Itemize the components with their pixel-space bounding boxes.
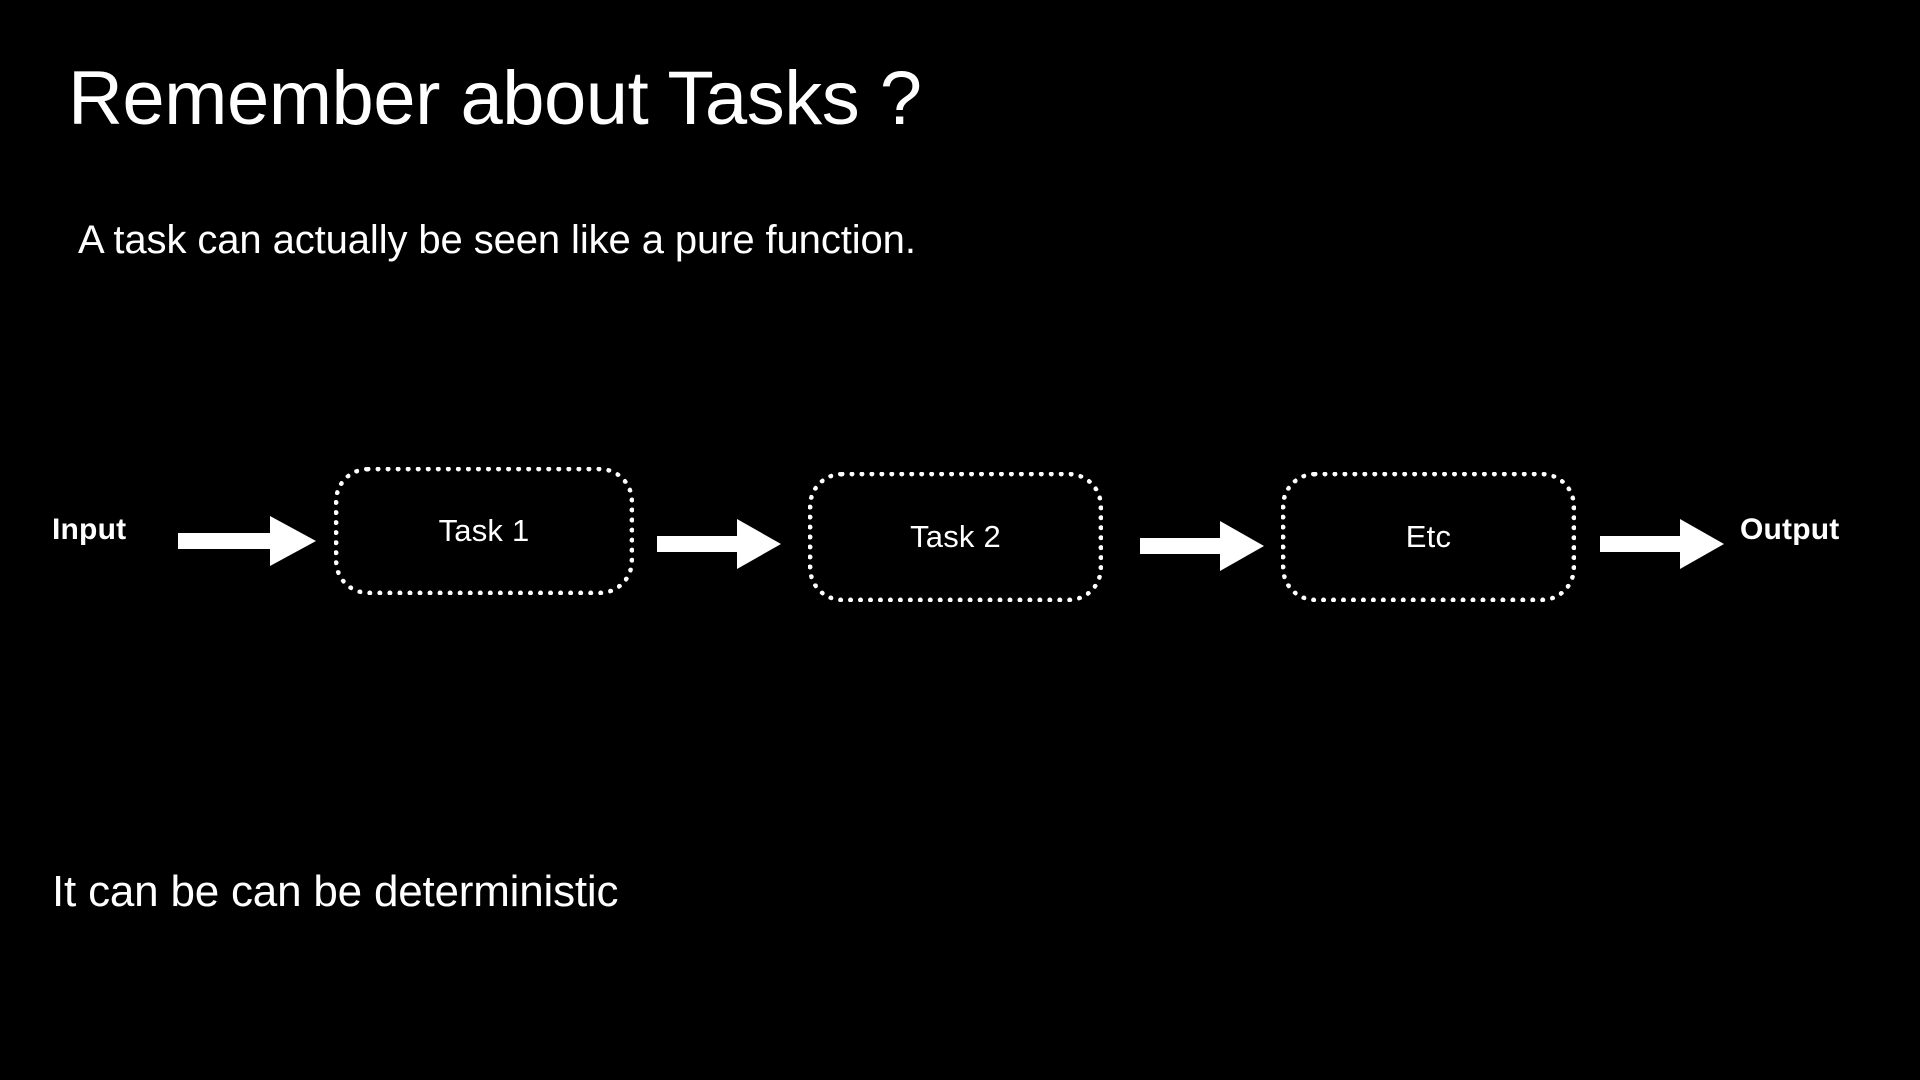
task-pipeline-diagram: Input Task 1 Task 2 Et (0, 455, 1920, 630)
pipeline-node-etc-label: Etc (1405, 519, 1452, 554)
page-title: Remember about Tasks ? (68, 56, 922, 141)
pipeline-node-task-2[interactable]: Task 2 (808, 472, 1103, 602)
arrow-task1-to-task2-icon (657, 515, 781, 573)
slide-subtitle: A task can actually be seen like a pure … (78, 218, 916, 262)
pipeline-input-label: Input (52, 513, 127, 546)
pipeline-node-task-2-label: Task 2 (910, 519, 1001, 554)
slide-caption: It can be can be deterministic (52, 867, 619, 916)
pipeline-node-task-1-label: Task 1 (438, 513, 530, 548)
pipeline-node-etc[interactable]: Etc (1281, 472, 1576, 602)
arrow-task2-to-etc-icon (1140, 517, 1264, 575)
pipeline-node-task-1[interactable]: Task 1 (334, 467, 634, 595)
arrow-input-to-task1-icon (178, 512, 316, 570)
arrow-etc-to-output-icon (1600, 515, 1724, 573)
pipeline-output-label: Output (1740, 513, 1840, 546)
